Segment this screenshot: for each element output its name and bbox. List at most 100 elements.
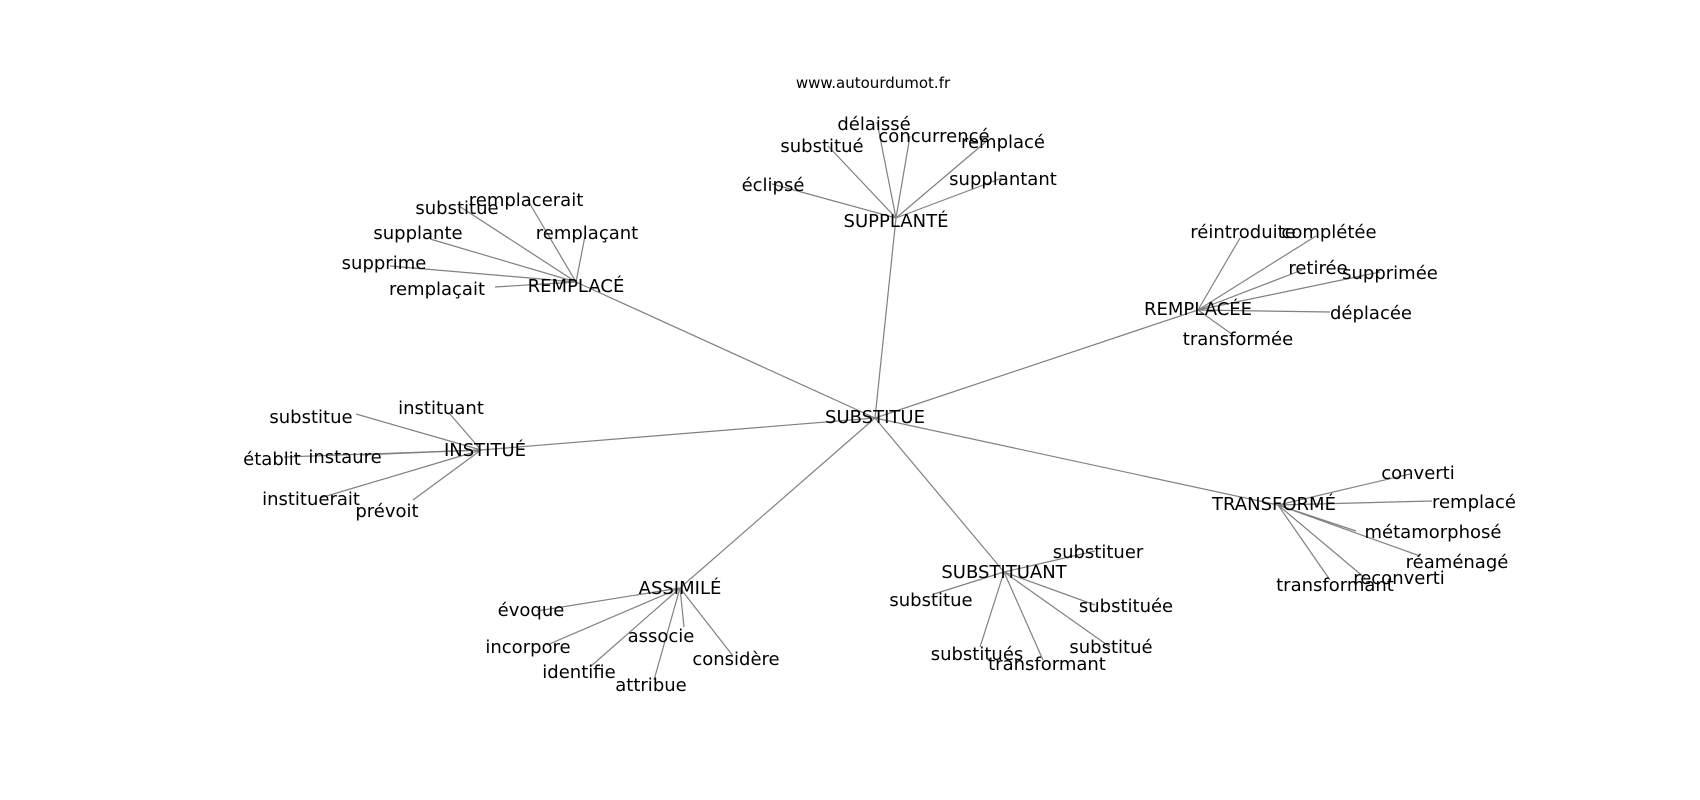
- edge-hub-leaf: [1197, 269, 1303, 311]
- edge-hub-leaf: [679, 587, 685, 628]
- edge-hub-leaf: [1277, 504, 1331, 581]
- edge-hub-leaf: [1197, 309, 1331, 313]
- edge-hub-leaf: [1197, 271, 1381, 311]
- leaf-node-label[interactable]: supprimée: [1342, 263, 1438, 284]
- edge-hub-leaf: [359, 449, 482, 456]
- edge-hub-leaf: [589, 587, 681, 668]
- edge-hub-leaf: [771, 183, 897, 219]
- leaf-node-label[interactable]: supplantant: [949, 169, 1057, 190]
- edge-hub-leaf: [1003, 571, 1111, 648]
- leaf-node-label[interactable]: substituée: [1079, 596, 1173, 617]
- edge-hub-leaf: [1197, 309, 1234, 336]
- leaf-node-label[interactable]: transformée: [1183, 329, 1293, 350]
- leaf-node-label[interactable]: remplacé: [1432, 492, 1516, 513]
- leaf-node-label[interactable]: substitué: [1069, 637, 1152, 658]
- leaf-node-label[interactable]: remplaçant: [536, 223, 638, 244]
- leaf-node-label[interactable]: concurrencé: [878, 126, 989, 147]
- leaf-node-label[interactable]: substitue: [269, 407, 352, 428]
- edge-hub-leaf: [1003, 550, 1096, 573]
- leaf-node-label[interactable]: métamorphosé: [1365, 522, 1502, 543]
- hub-node-label[interactable]: INSTITUÉ: [444, 439, 526, 461]
- hub-node-label[interactable]: SUBSTITUANT: [941, 562, 1067, 583]
- leaf-node-label[interactable]: supprime: [342, 253, 427, 274]
- leaf-node-label[interactable]: incorpore: [485, 637, 570, 658]
- edge-hub-leaf: [933, 571, 1005, 595]
- leaf-node-label[interactable]: transformant: [988, 654, 1106, 675]
- edge-center-hub: [874, 417, 1005, 573]
- edge-center-hub: [874, 417, 1279, 506]
- leaf-node-label[interactable]: remplacé: [961, 132, 1045, 153]
- leaf-node-label[interactable]: attribue: [615, 675, 686, 696]
- edge-hub-leaf: [1003, 571, 1096, 606]
- leaf-node-label[interactable]: considère: [692, 649, 779, 670]
- edge-center-hub: [679, 417, 876, 589]
- edge-hub-leaf: [1197, 237, 1241, 311]
- edge-hub-leaf: [526, 198, 577, 283]
- edge-hub-leaf: [319, 449, 482, 499]
- center-node-label[interactable]: SUBSTITUE: [825, 407, 925, 428]
- leaf-node-label[interactable]: réaménagé: [1406, 552, 1509, 573]
- edge-hub-leaf: [412, 449, 482, 501]
- edge-hub-leaf: [546, 587, 681, 646]
- edge-hub-leaf: [1277, 504, 1421, 557]
- hub-node-label[interactable]: TRANSFORMÉ: [1211, 493, 1336, 515]
- leaf-node-label[interactable]: remplaçait: [389, 279, 485, 300]
- edge-hub-leaf: [895, 139, 989, 219]
- leaf-node-label[interactable]: substituer: [1053, 542, 1144, 563]
- leaf-node-label[interactable]: instituerait: [262, 489, 360, 510]
- hub-node-label[interactable]: SUPPLANTÉ: [844, 210, 949, 232]
- edge-hub-leaf: [1277, 500, 1433, 506]
- edge-hub-leaf: [979, 571, 1005, 648]
- leaf-node-label[interactable]: associe: [628, 626, 695, 647]
- source-url: www.autourdumot.fr: [796, 74, 951, 92]
- edge-center-hub: [874, 309, 1199, 419]
- edge-hub-leaf: [355, 413, 482, 451]
- edge-hub-leaf: [458, 205, 577, 283]
- leaf-node-label[interactable]: reconverti: [1353, 568, 1445, 589]
- edge-hub-leaf: [494, 281, 577, 288]
- leaf-node-label[interactable]: complétée: [1281, 222, 1376, 243]
- hub-node-label[interactable]: REMPLACÉ: [528, 275, 625, 297]
- leaf-node-label[interactable]: substitué: [780, 136, 863, 157]
- leaf-node-label[interactable]: substitue: [889, 590, 972, 611]
- leaf-node-label[interactable]: instituant: [398, 398, 484, 419]
- edge-center-hub: [575, 281, 876, 419]
- edge-hub-leaf: [876, 121, 897, 219]
- leaf-node-label[interactable]: substitue: [415, 198, 498, 219]
- leaf-node-label[interactable]: converti: [1381, 463, 1455, 484]
- edge-hub-leaf: [1003, 571, 1044, 661]
- edges: [283, 121, 1433, 681]
- edge-hub-leaf: [895, 135, 911, 219]
- leaf-node-label[interactable]: prévoit: [355, 501, 418, 522]
- edge-center-hub: [874, 217, 897, 419]
- leaf-node-label[interactable]: supplante: [373, 223, 462, 244]
- edge-hub-leaf: [389, 265, 577, 283]
- leaf-node-label[interactable]: délaissé: [837, 114, 910, 135]
- leaf-node-label[interactable]: déplacée: [1330, 303, 1412, 324]
- edge-hub-leaf: [1277, 504, 1366, 579]
- edge-hub-leaf: [827, 145, 897, 219]
- leaf-node-label[interactable]: substitués: [931, 644, 1024, 665]
- edge-hub-leaf: [429, 238, 577, 283]
- hub-node-label[interactable]: ASSIMILÉ: [639, 577, 722, 599]
- leaf-node-label[interactable]: réintroduite: [1190, 222, 1296, 243]
- edge-hub-leaf: [1197, 235, 1317, 311]
- leaf-node-label[interactable]: instaure: [308, 447, 381, 468]
- edge-hub-leaf: [895, 177, 1003, 219]
- edge-hub-leaf: [653, 587, 681, 681]
- hub-node-label[interactable]: REMPLACÉE: [1144, 298, 1252, 320]
- leaf-node-label[interactable]: transformant: [1276, 575, 1394, 596]
- leaf-node-label[interactable]: établit: [243, 449, 301, 470]
- leaf-node-label[interactable]: éclipsé: [742, 175, 805, 196]
- edge-hub-leaf: [1277, 473, 1411, 506]
- edge-center-hub: [480, 417, 876, 451]
- leaf-node-label[interactable]: identifie: [542, 662, 615, 683]
- leaf-node-label[interactable]: évoque: [498, 600, 565, 621]
- leaf-node-label[interactable]: remplacerait: [469, 190, 584, 211]
- edge-hub-leaf: [575, 235, 586, 283]
- leaf-node-label[interactable]: retirée: [1288, 258, 1347, 279]
- edge-hub-leaf: [679, 587, 734, 657]
- edge-hub-leaf: [448, 412, 482, 451]
